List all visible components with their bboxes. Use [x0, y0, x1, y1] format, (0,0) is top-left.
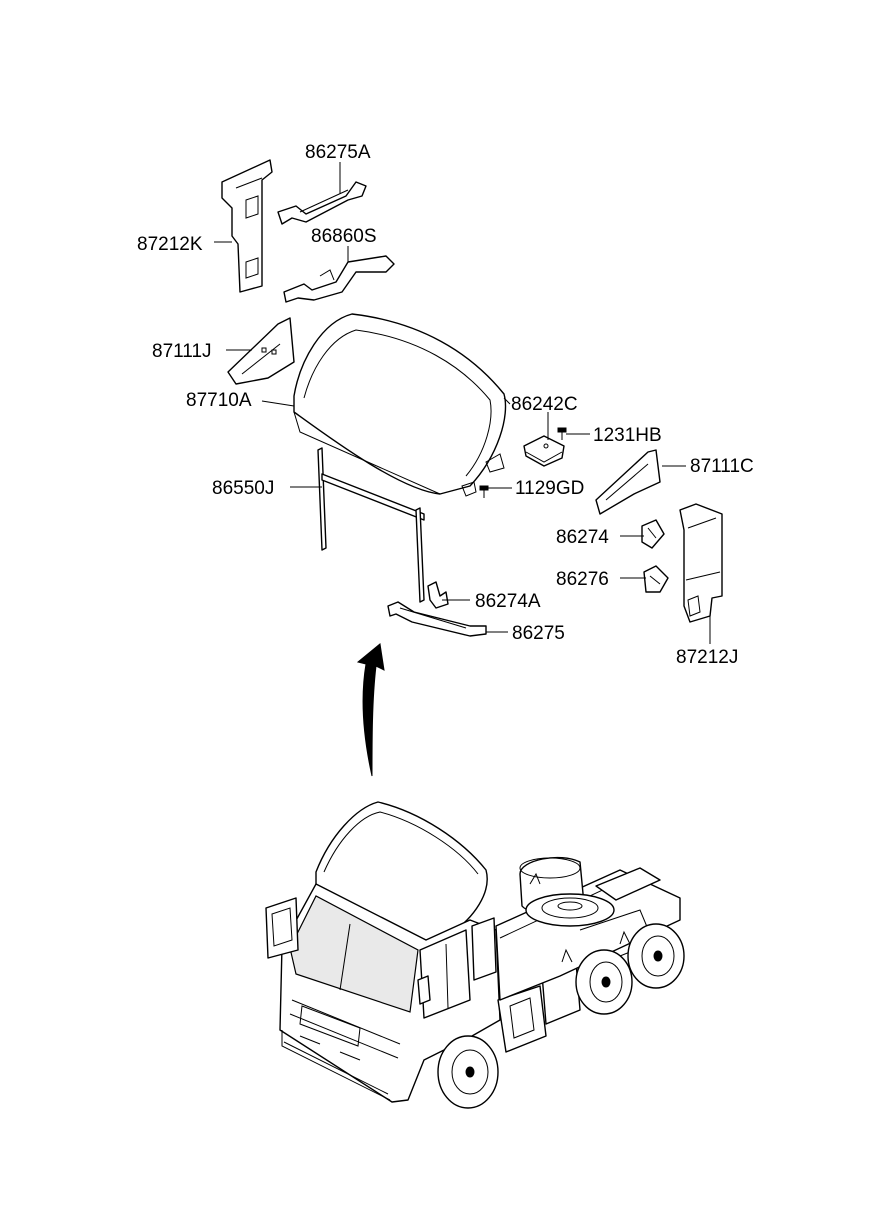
- leader-lines: [214, 162, 711, 644]
- bolt-1129gd-icon: [479, 485, 489, 498]
- part-86860s: [283, 255, 395, 303]
- label-86550j: 86550J: [212, 478, 274, 499]
- part-86242c: [523, 435, 565, 467]
- part-86275a: [277, 181, 367, 225]
- label-86274a: 86274A: [475, 591, 541, 612]
- label-87212k: 87212K: [137, 234, 203, 255]
- part-86550j: [317, 447, 425, 603]
- arrow-up-icon: [356, 643, 385, 777]
- label-86242c: 86242C: [511, 394, 578, 415]
- part-86274: [641, 519, 665, 549]
- part-86275: [387, 601, 487, 637]
- rear-wheel-icon: [575, 923, 685, 1015]
- label-86276: 86276: [556, 569, 609, 590]
- bolt-1231hb-icon: [557, 427, 567, 440]
- part-87212k: [221, 159, 273, 293]
- part-86276: [643, 565, 669, 593]
- front-wheel-icon: [437, 1035, 499, 1109]
- part-87111j: [227, 317, 295, 385]
- part-87710a: [293, 313, 507, 497]
- part-87212j: [679, 503, 723, 623]
- part-86274a: [427, 581, 449, 609]
- label-87710a: 87710A: [186, 390, 252, 411]
- label-1129gd: 1129GD: [515, 478, 584, 499]
- label-86274: 86274: [556, 527, 609, 548]
- label-1231hb: 1231HB: [593, 425, 662, 446]
- label-87212j: 87212J: [676, 647, 738, 668]
- label-87111j: 87111J: [152, 341, 212, 362]
- label-87111c: 87111C: [690, 456, 754, 477]
- part-87111c: [595, 449, 661, 515]
- label-86275a: 86275A: [305, 142, 371, 163]
- label-86860s: 86860S: [311, 226, 377, 247]
- label-86275: 86275: [512, 623, 565, 644]
- truck-illustration: [265, 801, 685, 1109]
